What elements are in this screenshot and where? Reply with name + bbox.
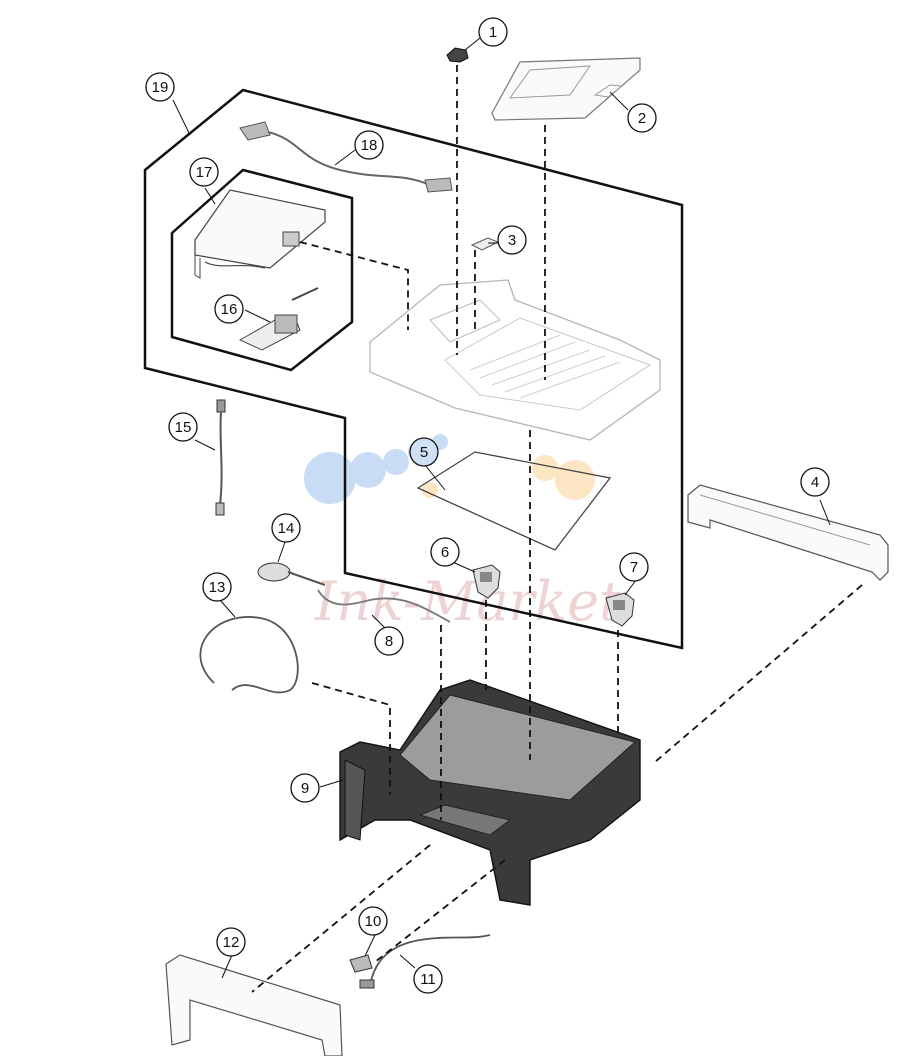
callout-label: 15 (175, 419, 192, 436)
callout-4: 4 (800, 467, 830, 497)
part-18-cable (239, 121, 453, 193)
part-5-glass-pad (416, 451, 612, 551)
part-9-scanner-base (339, 679, 641, 906)
adf-base-unit (369, 279, 661, 441)
part-6-hinge (472, 564, 501, 599)
part-12-front-cover (165, 954, 343, 1056)
callout-19: 19 (145, 72, 175, 102)
callout-label: 8 (385, 633, 393, 650)
callout-label: 11 (420, 971, 436, 988)
callout-10: 10 (358, 906, 388, 936)
assembly-lines (251, 65, 863, 993)
callout-2: 2 (627, 103, 657, 133)
callout-14: 14 (271, 513, 301, 543)
part-11-cable (359, 934, 491, 989)
callout-leaders (172, 37, 831, 979)
callout-label: 6 (441, 544, 449, 561)
callout-label: 10 (365, 913, 382, 930)
callout-label: 19 (152, 79, 169, 96)
wm-dot (304, 452, 356, 504)
kit-boundary-17 (170, 168, 354, 372)
part-1-clip (446, 47, 469, 63)
callout-8: 8 (374, 626, 404, 656)
callout-15: 15 (168, 412, 198, 442)
part-14-sensor (257, 562, 326, 586)
wm-dot (555, 460, 595, 500)
wm-dot (350, 452, 386, 488)
callout-label: 12 (223, 934, 240, 951)
callout-5: 5 (409, 437, 439, 467)
wm-dot (422, 482, 438, 498)
callout-label: 18 (361, 137, 378, 154)
callout-label: 9 (301, 780, 309, 797)
callout-13: 13 (202, 572, 232, 602)
callout-label: 2 (638, 110, 646, 127)
callout-label: 17 (196, 164, 213, 181)
callout-label: 7 (630, 559, 638, 576)
part-10-sensor (349, 954, 373, 973)
callout-1: 1 (478, 17, 508, 47)
part-2-adf-tray (491, 57, 641, 121)
part-13-cable (199, 616, 299, 694)
callout-12: 12 (216, 927, 246, 957)
callout-label: 1 (489, 24, 497, 41)
callout-label: 4 (811, 474, 819, 491)
callout-3: 3 (497, 225, 527, 255)
callout-7: 7 (619, 552, 649, 582)
wm-dot (532, 455, 558, 481)
part-7-hinge (605, 592, 635, 627)
part-15-cable (215, 399, 226, 516)
part-8-cable (317, 589, 451, 623)
part-16-roller (238, 287, 319, 351)
wm-dot (383, 449, 409, 475)
callout-18: 18 (354, 130, 384, 160)
callout-6: 6 (430, 537, 460, 567)
callout-9: 9 (290, 773, 320, 803)
callout-label: 14 (278, 520, 295, 537)
callout-17: 17 (189, 157, 219, 187)
part-4-side-rail (687, 484, 889, 581)
part-3-label (470, 237, 500, 251)
part-17-adf-cover (194, 189, 326, 279)
callout-label: 16 (221, 301, 238, 318)
callout-16: 16 (214, 294, 244, 324)
callout-label: 3 (508, 232, 516, 249)
callout-label: 13 (209, 579, 226, 596)
kit-boundary-19 (143, 88, 684, 650)
callout-11: 11 (413, 964, 443, 994)
callout-label: 5 (420, 444, 428, 461)
